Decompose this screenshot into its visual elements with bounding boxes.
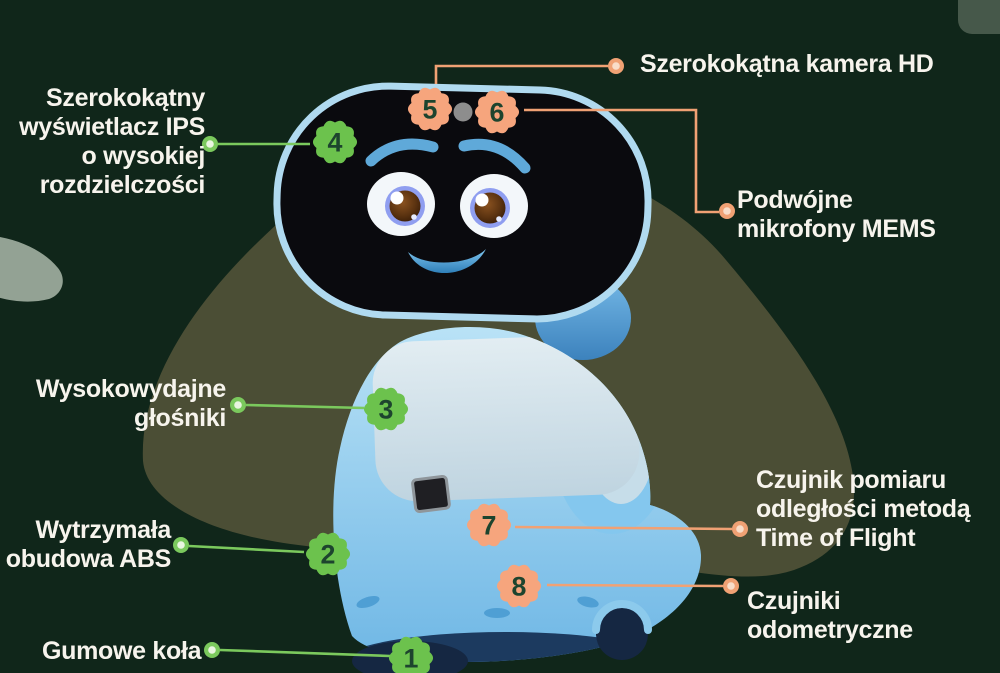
connector-microphones [524,108,719,214]
label-ips-display: Szerokokątny wyświetlacz IPS o wysokiej … [19,84,205,199]
badge-3-speakers: 3 [363,387,409,431]
label-odometry-sensors: Czujniki odometryczne [747,587,913,644]
label-rubber-wheels: Gumowe koła [42,637,202,665]
robot-smile [408,249,486,274]
badge-number: 2 [321,539,336,569]
robot-right-wheel [596,608,648,660]
badge-1-wheels: 1 [388,636,434,673]
connector-odometry [546,583,724,588]
badge-6-microphones: 6 [474,90,520,134]
badge-number: 8 [512,571,527,601]
label-speakers: Wysokowydajne głośniki [35,375,226,432]
robot-left-eye [367,172,435,236]
robot-distance-sensor [411,475,451,513]
connector-dot-wheels [204,642,220,658]
badge-7-tof: 7 [466,503,512,547]
connector-housing [188,544,305,554]
robot-base-vent [577,596,599,608]
badge-number: 6 [490,97,505,127]
connector-camera [434,64,608,84]
connector-dot-housing [173,537,189,553]
connector-dot-camera [608,58,624,74]
connector-dot-speakers [230,397,246,413]
label-mems-microphones: Podwójne mikrofony MEMS [737,186,936,243]
robot-camera-dot [453,102,473,122]
badge-number: 7 [482,510,497,540]
badge-number: 1 [404,643,419,673]
connector-dot-tof [732,521,748,537]
label-tof-sensor: Czujnik pomiaru odległości metodą Time o… [756,466,971,552]
connector-wheels [219,648,391,658]
badge-number: 4 [328,127,343,157]
connector-dot-odometry [723,578,739,594]
corner-tab-decoration [958,0,1000,34]
label-hd-camera: Szerokokątna kamera HD [640,50,934,78]
robot-chest-plate [372,334,640,502]
robot-left-eyebrow [365,138,439,167]
label-abs-housing: Wytrzymała obudowa ABS [5,516,172,573]
robot-right-eye [460,174,528,238]
badge-4-display: 4 [312,120,358,164]
badge-number: 3 [379,394,394,424]
robot-base-vent [356,595,380,609]
gray-blob [0,237,63,302]
connector-dot-microphones [719,203,735,219]
badge-8-odometry: 8 [496,564,542,608]
connector-dot-display [202,136,218,152]
badge-5-camera: 5 [407,87,453,131]
badge-2-housing: 2 [305,532,351,576]
robot-right-wheel-fender [592,600,652,634]
badge-number: 5 [423,94,438,124]
connector-tof [514,525,733,531]
connector-speakers [245,403,365,410]
robot-base-vent [484,608,510,618]
robot-right-eyebrow [458,138,531,174]
